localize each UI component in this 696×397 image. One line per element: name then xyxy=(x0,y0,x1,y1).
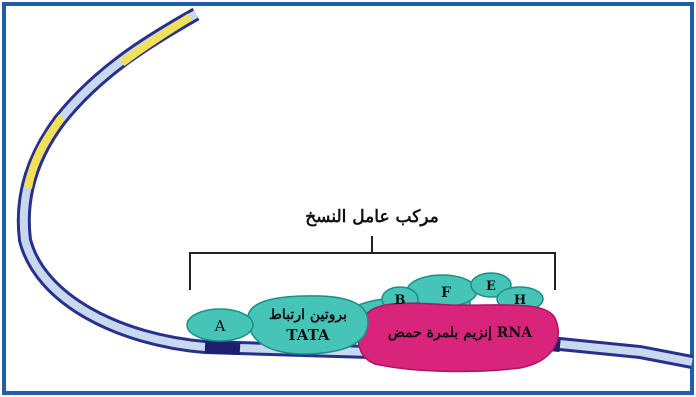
protein-A-label: A xyxy=(214,317,226,335)
dna-dark-segment-1 xyxy=(205,347,240,349)
protein-B-label: B xyxy=(395,293,406,308)
tbp-label-line1: بروتين ارتباط xyxy=(269,307,347,323)
protein-F-label: F xyxy=(441,285,451,301)
rna-polymerase-label: إنزيم بلمرة حمض RNA xyxy=(388,325,533,342)
complex-title: مركب عامل النسخ xyxy=(305,207,439,227)
protein-H-label: H xyxy=(514,293,526,308)
tata-binding-protein xyxy=(248,296,368,354)
protein-E-label: E xyxy=(486,279,496,294)
tbp-label-line2: TATA xyxy=(286,326,330,344)
